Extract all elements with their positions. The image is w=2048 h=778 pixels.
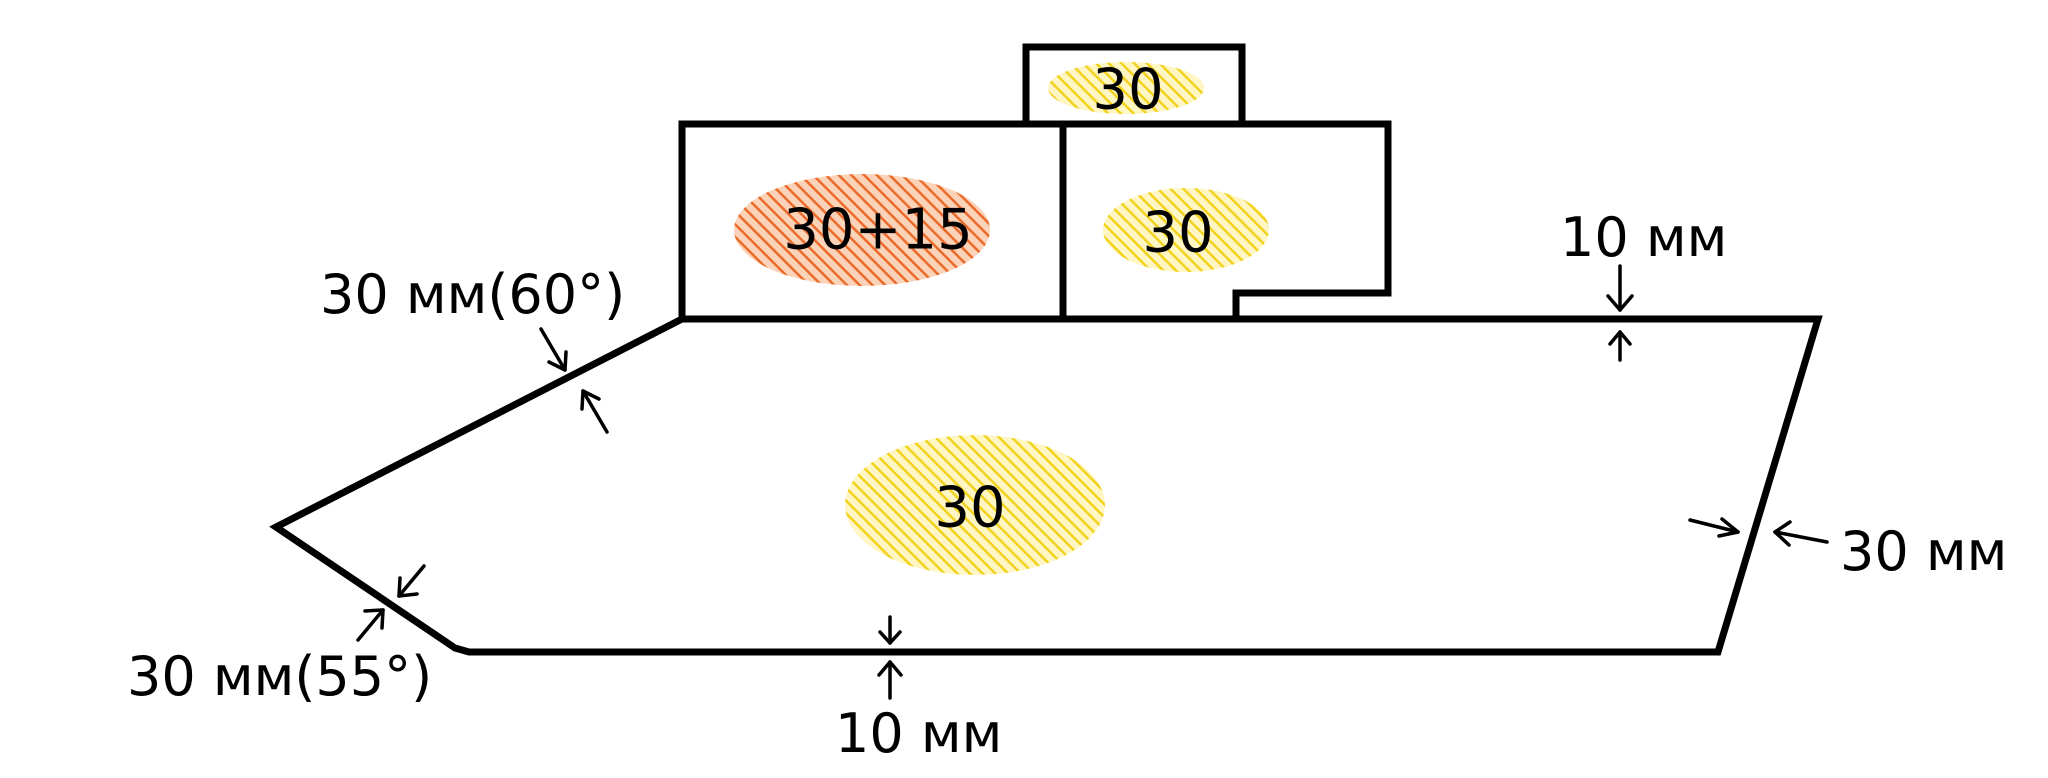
upper-front-arrow-inner xyxy=(580,389,609,434)
cupola-zone-label: 30 xyxy=(1092,58,1163,123)
hull-center-zone xyxy=(845,435,1105,575)
bottom-arrow-down xyxy=(878,615,902,645)
turret-right-zone-label: 30 xyxy=(1142,201,1213,266)
roof-arrow-up xyxy=(1608,330,1632,362)
upper-front-arrow-outer xyxy=(539,327,568,372)
lower-front-thickness-label: 30 мм(55°) xyxy=(127,645,432,708)
rear-arrow-inner xyxy=(1688,517,1740,538)
hull-center-zone-label: 30 xyxy=(934,476,1005,541)
turret-front-block xyxy=(678,120,1067,323)
cupola-zone xyxy=(1048,62,1204,114)
roof-thickness-label: 10 мм xyxy=(1560,206,1727,269)
bottom-thickness-label: 10 мм xyxy=(835,702,1002,765)
turret-left-zone-label: 30+15 xyxy=(783,198,972,263)
turret-rear-block xyxy=(1059,120,1392,323)
turret-right-zone xyxy=(1103,188,1269,272)
lower-front-arrow-outer xyxy=(356,608,385,642)
cupola-outline xyxy=(1022,43,1246,128)
hull-outline xyxy=(269,315,1823,656)
roof-arrow-down xyxy=(1606,264,1634,312)
lower-front-arrow-inner xyxy=(397,564,426,598)
rear-arrow-outer xyxy=(1773,520,1829,547)
rear-thickness-label: 30 мм xyxy=(1840,520,2007,583)
bottom-arrow-up xyxy=(877,660,903,700)
turret-left-zone xyxy=(734,174,990,286)
upper-front-thickness-label: 30 мм(60°) xyxy=(320,263,625,326)
